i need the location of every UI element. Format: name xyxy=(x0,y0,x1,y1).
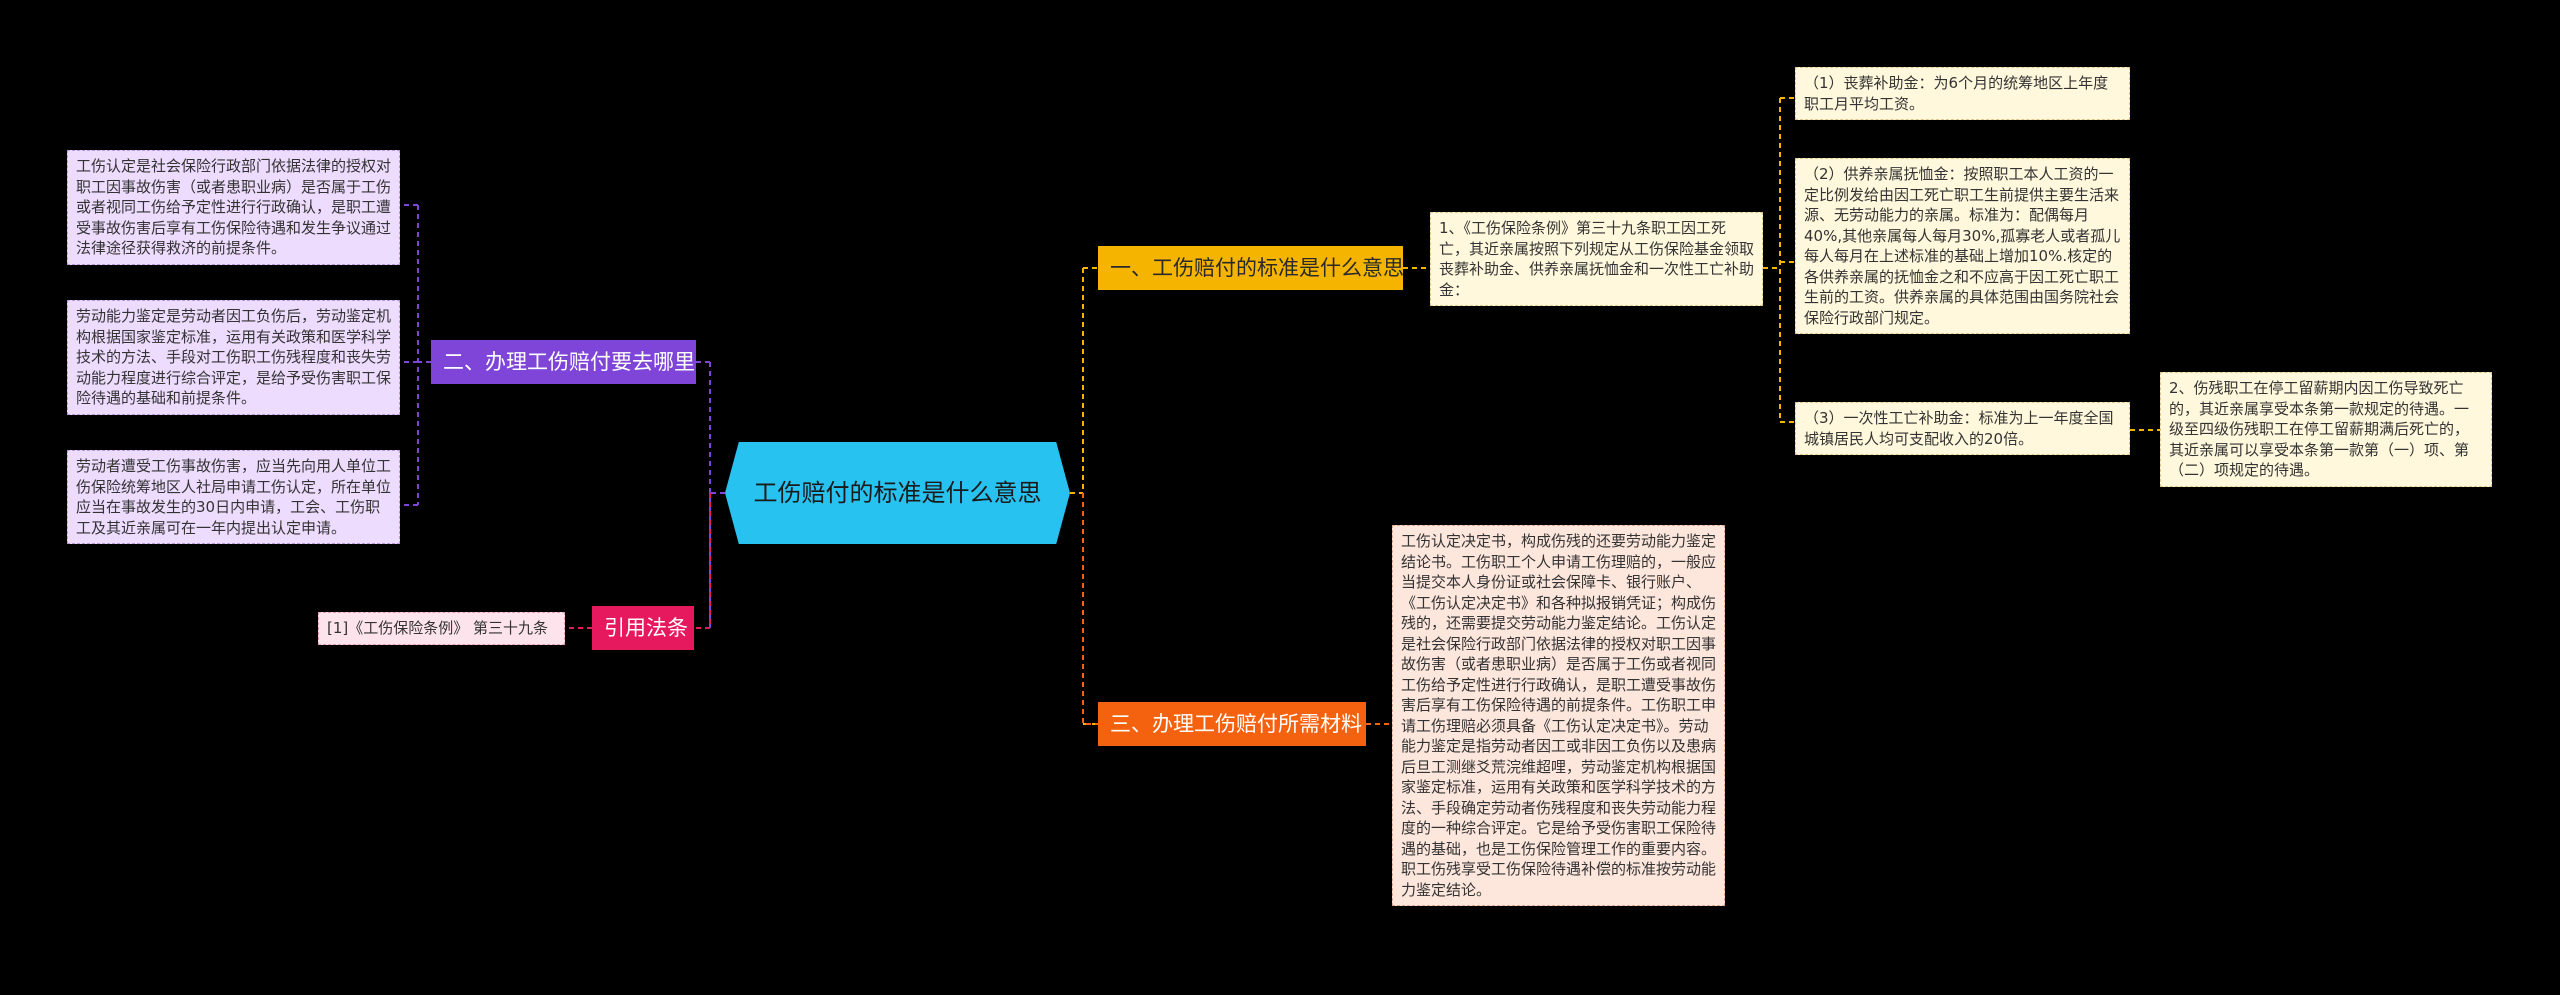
standard-summary[interactable]: 1、《工伤保险条例》第三十九条职工因工死亡，其近亲属按照下列规定从工伤保险基金领… xyxy=(1430,212,1763,306)
standard-note-text: 2、伤残职工在停工留薪期内因工伤导致死亡的，其近亲属享受本条第一款规定的待遇。一… xyxy=(2169,379,2470,479)
root-topic[interactable]: 工伤赔付的标准是什么意思 xyxy=(725,442,1070,544)
where-item-capacity-assessment-text: 劳动能力鉴定是劳动者因工负伤后，劳动鉴定机构根据国家鉴定标准，运用有关政策和医学… xyxy=(76,307,392,407)
branch-law-citation[interactable]: 引用法条 xyxy=(592,606,694,650)
standard-item-lump-sum[interactable]: （3）一次性工亡补助金：标准为上一年度全国城镇居民人均可支配收入的20倍。 xyxy=(1795,402,2130,455)
where-item-injury-recognition[interactable]: 工伤认定是社会保险行政部门依据法律的授权对职工因事故伤害（或者患职业病）是否属于… xyxy=(67,150,400,265)
root-topic-label: 工伤赔付的标准是什么意思 xyxy=(753,479,1042,507)
branch-materials[interactable]: 三、办理工伤赔付所需材料 xyxy=(1098,702,1366,746)
branch-materials-label: 三、办理工伤赔付所需材料 xyxy=(1110,712,1362,736)
standard-item-pension[interactable]: （2）供养亲属抚恤金：按照职工本人工资的一定比例发给由因工死亡职工生前提供主要生… xyxy=(1795,158,2130,334)
standard-summary-text: 1、《工伤保险条例》第三十九条职工因工死亡，其近亲属按照下列规定从工伤保险基金领… xyxy=(1439,219,1755,299)
branch-where[interactable]: 二、办理工伤赔付要去哪里 xyxy=(431,340,696,384)
materials-detail-text: 工伤认定决定书，构成伤残的还要劳动能力鉴定结论书。工伤职工个人申请工伤理赔的，一… xyxy=(1401,532,1717,899)
where-item-capacity-assessment[interactable]: 劳动能力鉴定是劳动者因工负伤后，劳动鉴定机构根据国家鉴定标准，运用有关政策和医学… xyxy=(67,300,400,415)
where-item-application[interactable]: 劳动者遭受工伤事故伤害，应当先向用人单位工伤保险统筹地区人社局申请工伤认定，所在… xyxy=(67,450,400,544)
branch-law-citation-label: 引用法条 xyxy=(604,616,688,640)
branch-standard[interactable]: 一、工伤赔付的标准是什么意思 xyxy=(1098,246,1404,290)
law-citation-item-text: [1]《工伤保险条例》 第三十九条 xyxy=(327,619,549,637)
standard-note[interactable]: 2、伤残职工在停工留薪期内因工伤导致死亡的，其近亲属享受本条第一款规定的待遇。一… xyxy=(2160,372,2492,487)
branch-where-label: 二、办理工伤赔付要去哪里 xyxy=(443,350,695,374)
standard-item-funeral-text: （1）丧葬补助金：为6个月的统筹地区上年度职工月平均工资。 xyxy=(1804,74,2109,113)
standard-item-funeral[interactable]: （1）丧葬补助金：为6个月的统筹地区上年度职工月平均工资。 xyxy=(1795,67,2130,120)
where-item-injury-recognition-text: 工伤认定是社会保险行政部门依据法律的授权对职工因事故伤害（或者患职业病）是否属于… xyxy=(76,157,392,257)
standard-item-lump-sum-text: （3）一次性工亡补助金：标准为上一年度全国城镇居民人均可支配收入的20倍。 xyxy=(1804,409,2114,448)
branch-standard-label: 一、工伤赔付的标准是什么意思 xyxy=(1110,256,1404,280)
law-citation-item[interactable]: [1]《工伤保险条例》 第三十九条 xyxy=(318,612,565,645)
where-item-application-text: 劳动者遭受工伤事故伤害，应当先向用人单位工伤保险统筹地区人社局申请工伤认定，所在… xyxy=(76,457,392,537)
standard-item-pension-text: （2）供养亲属抚恤金：按照职工本人工资的一定比例发给由因工死亡职工生前提供主要生… xyxy=(1804,165,2121,327)
materials-detail[interactable]: 工伤认定决定书，构成伤残的还要劳动能力鉴定结论书。工伤职工个人申请工伤理赔的，一… xyxy=(1392,525,1725,906)
